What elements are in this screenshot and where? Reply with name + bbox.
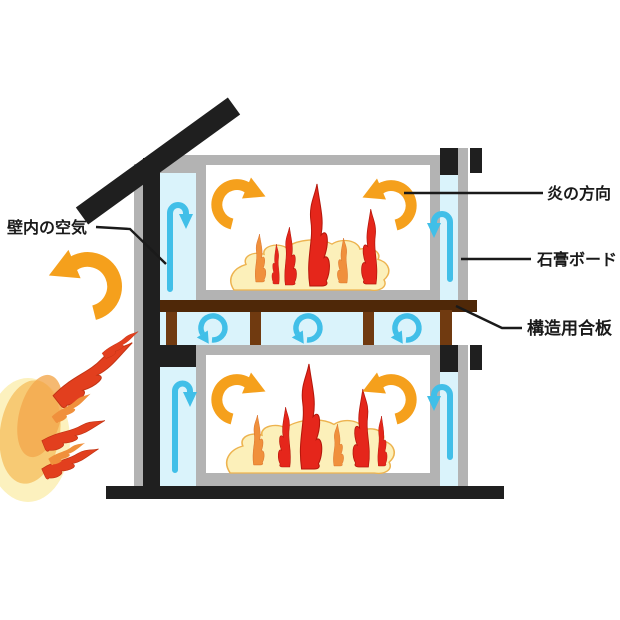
- structural-plywood-plank: [143, 300, 477, 312]
- foundation-base: [106, 486, 504, 499]
- structural-plywood-leader-line: [455, 304, 522, 330]
- floor-joist: [166, 312, 177, 345]
- left-wall-stud: [143, 158, 160, 486]
- floor-joist-right-end: [440, 310, 452, 345]
- wall-air-label: 壁内の空気: [7, 218, 87, 237]
- left-outer-board: [134, 164, 143, 486]
- floor-joists: [166, 310, 452, 345]
- upper-left-wall-cavity: [160, 173, 196, 300]
- lower-left-air-arrow: [172, 380, 197, 473]
- wall-air-leader-line: [95, 225, 167, 265]
- leader-lines: [95, 191, 543, 330]
- floor-joist: [250, 312, 261, 345]
- structural-plywood-label: 構造用合板: [527, 318, 613, 338]
- floor-joist: [363, 312, 374, 345]
- upper-right-outer-block: [470, 148, 482, 173]
- upper-right-air-arrow: [427, 211, 453, 282]
- black-structure: [75, 97, 504, 499]
- upper-left-air-arrow: [167, 202, 193, 292]
- upper-right-outer-board: [458, 148, 468, 300]
- lower-right-air-arrow: [427, 384, 453, 460]
- left-airflow-stop-block: [160, 345, 196, 367]
- gypsum-board-label: 石膏ボード: [536, 250, 617, 269]
- exterior-updraft-arrow: [49, 250, 115, 313]
- cavity-air-arrows: [167, 202, 453, 473]
- text-labels: 壁内の空気 炎の方向 石膏ボード 構造用合板: [7, 184, 617, 338]
- upper-right-airflow-stop-block: [440, 148, 458, 175]
- lower-right-airflow-stop-block: [440, 345, 458, 372]
- lower-right-outer-block: [470, 345, 482, 370]
- flame-direction-label: 炎の方向: [547, 184, 611, 203]
- exterior-flame: [0, 328, 142, 502]
- lower-right-outer-board: [458, 345, 468, 486]
